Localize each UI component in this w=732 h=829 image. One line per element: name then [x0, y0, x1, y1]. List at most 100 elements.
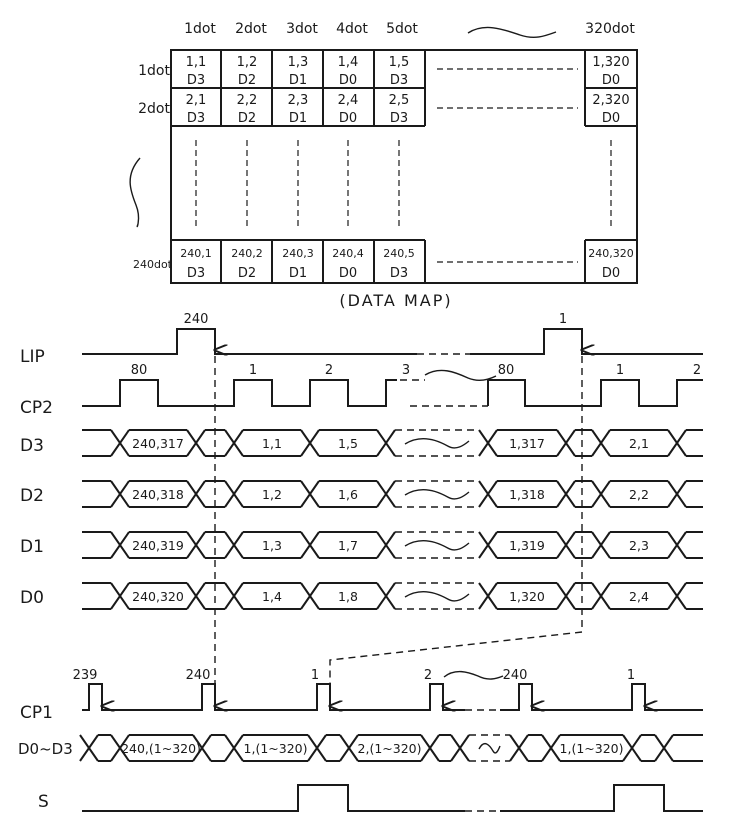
bus-value: 1,320 — [509, 589, 545, 604]
cell-bit: D0 — [602, 266, 620, 281]
timing-lower: CP1 D0~D3 S 239 240 1 2 240 1 240,(1~320… — [18, 668, 703, 812]
bus-transition — [556, 480, 576, 508]
signal-label-d0: D0 — [20, 588, 44, 608]
bus-value: 1,318 — [509, 487, 545, 502]
bus-value: 1,7 — [338, 538, 358, 553]
wave-break-icon — [424, 369, 497, 382]
cell-bit: D3 — [390, 266, 408, 281]
bus-value: 2,(1~320) — [358, 741, 422, 756]
signal-label-d0-d3: D0~D3 — [18, 740, 73, 758]
wave-break-icon — [467, 26, 557, 39]
pulse-label: 1 — [627, 668, 635, 683]
bus-transition — [591, 582, 611, 610]
cell-coord: 1,4 — [338, 55, 359, 70]
cell-bit: D3 — [390, 111, 408, 126]
bus-transition — [224, 429, 244, 457]
cell-coord: 1,3 — [288, 55, 309, 70]
pulse-label: 2 — [424, 668, 432, 683]
cell-bit: D1 — [289, 111, 307, 126]
bus-value: 1,317 — [509, 436, 545, 451]
bus-transition — [224, 531, 244, 559]
bus-transition — [224, 582, 244, 610]
bus-transition — [654, 734, 674, 762]
cell-coord: 2,2 — [237, 93, 258, 108]
bus-transition — [300, 480, 320, 508]
bus-transition — [79, 734, 99, 762]
wave-break-icon — [404, 488, 470, 500]
cell-coord: 240,3 — [282, 247, 314, 260]
bus-transition — [186, 582, 206, 610]
bus-transition — [110, 480, 130, 508]
row-header: 2dot — [138, 101, 170, 117]
bus-transition — [339, 734, 359, 762]
bus-transition — [667, 429, 687, 457]
cell-bit: D1 — [289, 73, 307, 88]
cp2-waveform — [487, 379, 703, 407]
bus-transition — [110, 734, 130, 762]
cell-bit: D0 — [602, 73, 620, 88]
pulse-label: 1 — [616, 363, 624, 378]
timing-upper: LIP CP2 D3 D2 D1 D0 240 1 80 1 2 3 80 1 … — [20, 312, 703, 700]
signal-label-s: S — [38, 792, 49, 812]
cell-coord: 2,4 — [338, 93, 359, 108]
bus-value: 1,2 — [262, 487, 282, 502]
guide-line — [329, 631, 583, 700]
bus-value: 2,4 — [629, 589, 649, 604]
cell-coord: 240,1 — [180, 247, 212, 260]
bus-transition — [376, 429, 396, 457]
cell-bit: D2 — [238, 111, 256, 126]
cp2-waveform — [82, 379, 397, 407]
signal-label-d2: D2 — [20, 486, 44, 506]
pulse-label: 240 — [503, 668, 528, 683]
row-header: 240dot — [133, 258, 173, 271]
cell-bit: D0 — [602, 111, 620, 126]
bus-transition — [667, 531, 687, 559]
bus-value: 1,1 — [262, 436, 282, 451]
bus-transition — [556, 582, 576, 610]
signal-label-cp2: CP2 — [20, 398, 53, 418]
s-waveform — [82, 784, 465, 812]
wave-break-icon — [129, 157, 141, 228]
bus-value: 1,6 — [338, 487, 358, 502]
bus-transition — [556, 531, 576, 559]
cell-coord: 1,2 — [237, 55, 258, 70]
lip-waveform — [470, 328, 703, 355]
bus-transition — [186, 480, 206, 508]
data-map: 1dot 2dot 3dot 4dot 5dot 320dot 1dot 2do… — [129, 21, 638, 310]
bus-value: 240,320 — [132, 589, 184, 604]
cell-coord: 240,2 — [231, 247, 263, 260]
wave-break-icon — [404, 437, 470, 449]
pulse-label: 80 — [131, 363, 148, 378]
data-map-border — [170, 49, 638, 284]
bus-transition — [556, 429, 576, 457]
bus-d0-d3: 240,(1~320)1,(1~320)2,(1~320)1,(1~320) — [79, 734, 703, 762]
bus-transition — [192, 734, 212, 762]
bus-value: 240,319 — [132, 538, 184, 553]
bus-transition — [622, 734, 642, 762]
bus-value: 240,(1~320) — [121, 741, 201, 756]
cell-coord: 2,320 — [592, 93, 629, 108]
cell-coord: 1,1 — [186, 55, 207, 70]
pulse-label: 1 — [311, 668, 319, 683]
bus-value: 1,4 — [262, 589, 282, 604]
bus-transition — [509, 734, 529, 762]
col-header: 3dot — [286, 21, 318, 37]
bus-transition — [300, 531, 320, 559]
table-row: 1,1 D3 1,2 D2 1,3 D1 1,4 D0 1,5 D3 1,320… — [186, 55, 630, 88]
bus-value: 240,317 — [132, 436, 184, 451]
bus-value: 1,(1~320) — [560, 741, 624, 756]
cell-bit: D3 — [187, 266, 205, 281]
bus-transition — [478, 531, 498, 559]
cp1-waveform — [82, 683, 465, 711]
bus-transition — [667, 480, 687, 508]
bus-transition — [224, 480, 244, 508]
bus-transition — [478, 429, 498, 457]
col-header: 4dot — [336, 21, 368, 37]
pulse-label: 3 — [402, 363, 410, 378]
bus-transition — [450, 734, 470, 762]
bus-transition — [224, 734, 244, 762]
signal-label-d1: D1 — [20, 537, 44, 557]
bus-transition — [186, 429, 206, 457]
